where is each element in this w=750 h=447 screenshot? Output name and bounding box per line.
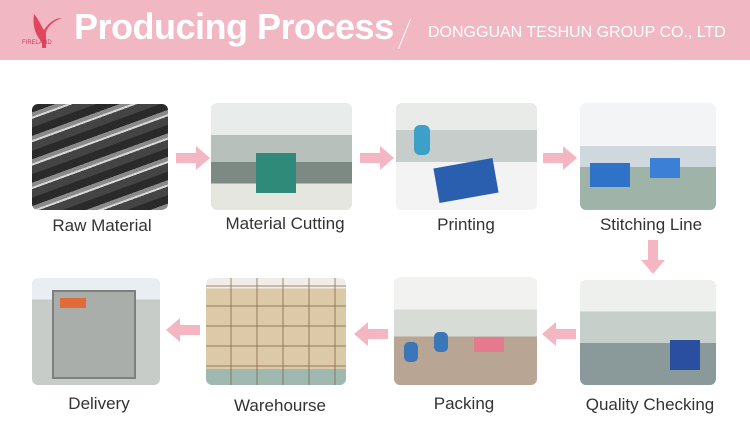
step-label-material-cutting: Material Cutting xyxy=(225,214,345,233)
arrow-right-icon xyxy=(543,146,577,170)
step-label-delivery: Delivery xyxy=(68,394,130,413)
delivery-photo xyxy=(32,278,160,385)
arrow-left-icon xyxy=(354,322,388,346)
raw-material-photo xyxy=(32,104,168,210)
stitching-line-photo xyxy=(580,103,716,210)
step-label-raw-material: Raw Material xyxy=(52,216,152,235)
header-banner: FIRELAND Producing Process DONGGUAN TESH… xyxy=(0,0,750,60)
logo-text: FIRELAND xyxy=(22,40,52,46)
arrow-left-icon xyxy=(542,322,576,346)
arrow-down-icon xyxy=(641,240,665,274)
arrow-right-icon xyxy=(360,146,394,170)
company-name: DONGGUAN TESHUN GROUP CO., LTD xyxy=(428,24,726,41)
arrow-right-icon xyxy=(176,146,210,170)
arrow-left-icon xyxy=(166,318,200,342)
page-title: Producing Process xyxy=(74,6,394,47)
step-label-warehouse: Warehourse xyxy=(234,396,326,415)
packing-photo xyxy=(394,277,537,385)
divider xyxy=(398,18,411,50)
material-cutting-photo xyxy=(211,103,352,210)
step-label-stitching-line: Stitching Line xyxy=(599,215,703,234)
step-label-quality-checking: Quality Checking xyxy=(585,395,715,414)
brand-logo-icon xyxy=(33,14,62,48)
printing-photo xyxy=(396,103,537,210)
quality-checking-photo xyxy=(580,280,716,385)
step-label-packing: Packing xyxy=(433,394,495,413)
warehouse-photo xyxy=(206,278,346,385)
step-label-printing: Printing xyxy=(437,215,495,234)
